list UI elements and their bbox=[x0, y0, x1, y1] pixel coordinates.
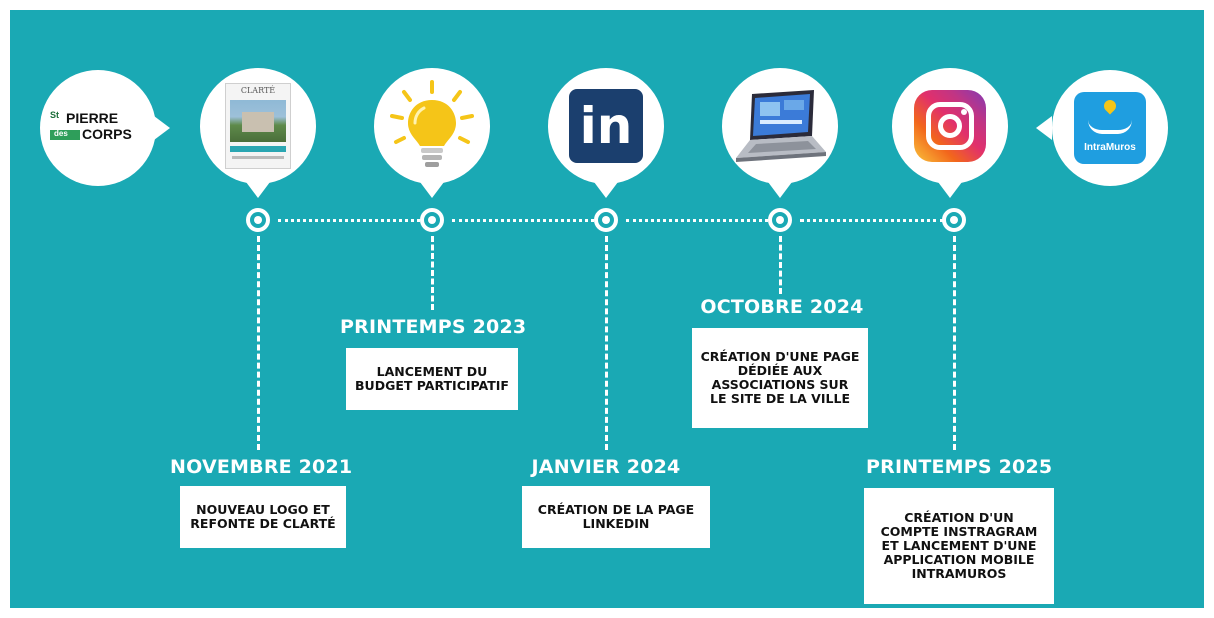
intramuros-icon: IntraMuros bbox=[1074, 92, 1146, 164]
timeline-stem bbox=[953, 236, 956, 450]
instagram-pointer bbox=[938, 182, 962, 198]
city-logo-st: St bbox=[50, 110, 59, 120]
event-description-line: APPLICATION MOBILE bbox=[883, 552, 1035, 567]
event-description: CRÉATION D'UNE PAGE DÉDIÉE AUX ASSOCIATI… bbox=[692, 328, 868, 428]
timeline-connector bbox=[626, 219, 774, 222]
event-description-line: LINKEDIN bbox=[582, 516, 650, 531]
timeline-connector bbox=[278, 219, 426, 222]
clarte-magazine-cover: CLARTÉ bbox=[225, 83, 291, 169]
website-bubble bbox=[722, 68, 838, 184]
timeline-stem bbox=[605, 236, 608, 450]
website-pointer bbox=[768, 182, 792, 198]
linkedin-icon: in bbox=[569, 89, 643, 163]
event-date: PRINTEMPS 2023 bbox=[340, 316, 527, 338]
timeline-node-2025 bbox=[942, 208, 966, 232]
timeline-stem bbox=[431, 236, 434, 310]
timeline-node-2021 bbox=[246, 208, 270, 232]
timeline-connector bbox=[452, 219, 600, 222]
event-description-line: CRÉATION DE LA PAGE bbox=[537, 502, 695, 517]
event-description-line: REFONTE DE CLARTÉ bbox=[190, 516, 336, 531]
city-logo-pierre: PIERRE bbox=[66, 110, 119, 126]
intramuros-pin bbox=[1101, 97, 1119, 115]
instagram-camera-flash bbox=[961, 109, 967, 115]
intramuros-bubble: IntraMuros bbox=[1052, 70, 1168, 186]
event-date: NOVEMBRE 2021 bbox=[170, 456, 353, 478]
intramuros-text: IntraMuros bbox=[1084, 142, 1136, 153]
idea-pointer bbox=[420, 182, 444, 198]
clarte-bubble: CLARTÉ bbox=[200, 68, 316, 184]
city-logo: St PIERRE des CORPS bbox=[46, 108, 150, 148]
clarte-pointer bbox=[246, 182, 270, 198]
city-logo-bubble: St PIERRE des CORPS bbox=[40, 70, 156, 186]
event-description-line: BUDGET PARTICIPATIF bbox=[355, 378, 509, 393]
event-description-line: ASSOCIATIONS SUR bbox=[711, 377, 849, 392]
city-logo-bar bbox=[50, 130, 80, 140]
event-date: JANVIER 2024 bbox=[531, 456, 681, 478]
event-description-line: INTRAMUROS bbox=[911, 566, 1007, 581]
city-logo-pointer bbox=[154, 116, 170, 140]
city-logo-des: des bbox=[54, 129, 68, 138]
event-description-line: COMPTE INSTRAGRAM bbox=[880, 524, 1038, 539]
clarte-photo-building bbox=[242, 112, 274, 132]
linkedin-bubble: in bbox=[548, 68, 664, 184]
event-description-line: CRÉATION D'UN bbox=[904, 510, 1014, 525]
event-description: NOUVEAU LOGO ET REFONTE DE CLARTÉ bbox=[180, 486, 346, 548]
event-date: PRINTEMPS 2025 bbox=[866, 456, 1053, 478]
timeline-node-oct-2024 bbox=[768, 208, 792, 232]
timeline-connector bbox=[800, 219, 944, 222]
event-description-line: DÉDIÉE AUX bbox=[737, 363, 823, 378]
idea-bubble bbox=[374, 68, 490, 184]
clarte-caption-bar bbox=[230, 146, 286, 152]
event-description-line: CRÉATION D'UNE PAGE bbox=[700, 349, 860, 364]
event-description-line: LANCEMENT DU bbox=[376, 364, 488, 379]
intramuros-pointer bbox=[1036, 116, 1052, 140]
timeline-node-jan-2024 bbox=[594, 208, 618, 232]
instagram-camera-frame bbox=[926, 102, 974, 150]
intramuros-wave bbox=[1088, 120, 1132, 134]
timeline-stem bbox=[779, 236, 782, 294]
timeline-node-2023 bbox=[420, 208, 444, 232]
linkedin-pointer bbox=[594, 182, 618, 198]
clarte-title: CLARTÉ bbox=[240, 86, 276, 95]
instagram-bubble bbox=[892, 68, 1008, 184]
event-description: LANCEMENT DU BUDGET PARTICIPATIF bbox=[346, 348, 518, 410]
linkedin-icon-text: in bbox=[579, 97, 633, 155]
event-description: CRÉATION DE LA PAGE LINKEDIN bbox=[522, 486, 710, 548]
city-logo-corps: CORPS bbox=[82, 126, 132, 142]
event-description-line: LE SITE DE LA VILLE bbox=[710, 391, 850, 406]
laptop-icon bbox=[736, 90, 826, 162]
event-description: CRÉATION D'UN COMPTE INSTRAGRAM ET LANCE… bbox=[864, 488, 1054, 604]
timeline-infographic: St PIERRE des CORPS CLARTÉ bbox=[10, 10, 1204, 608]
event-description-line: NOUVEAU LOGO ET bbox=[196, 502, 330, 517]
event-description-line: ET LANCEMENT D'UNE bbox=[881, 538, 1037, 553]
instagram-icon bbox=[914, 90, 986, 162]
clarte-text-line bbox=[232, 156, 284, 159]
instagram-camera-lens bbox=[938, 114, 962, 138]
event-date: OCTOBRE 2024 bbox=[700, 296, 864, 318]
lightbulb-icon bbox=[390, 80, 474, 167]
timeline-stem bbox=[257, 236, 260, 450]
